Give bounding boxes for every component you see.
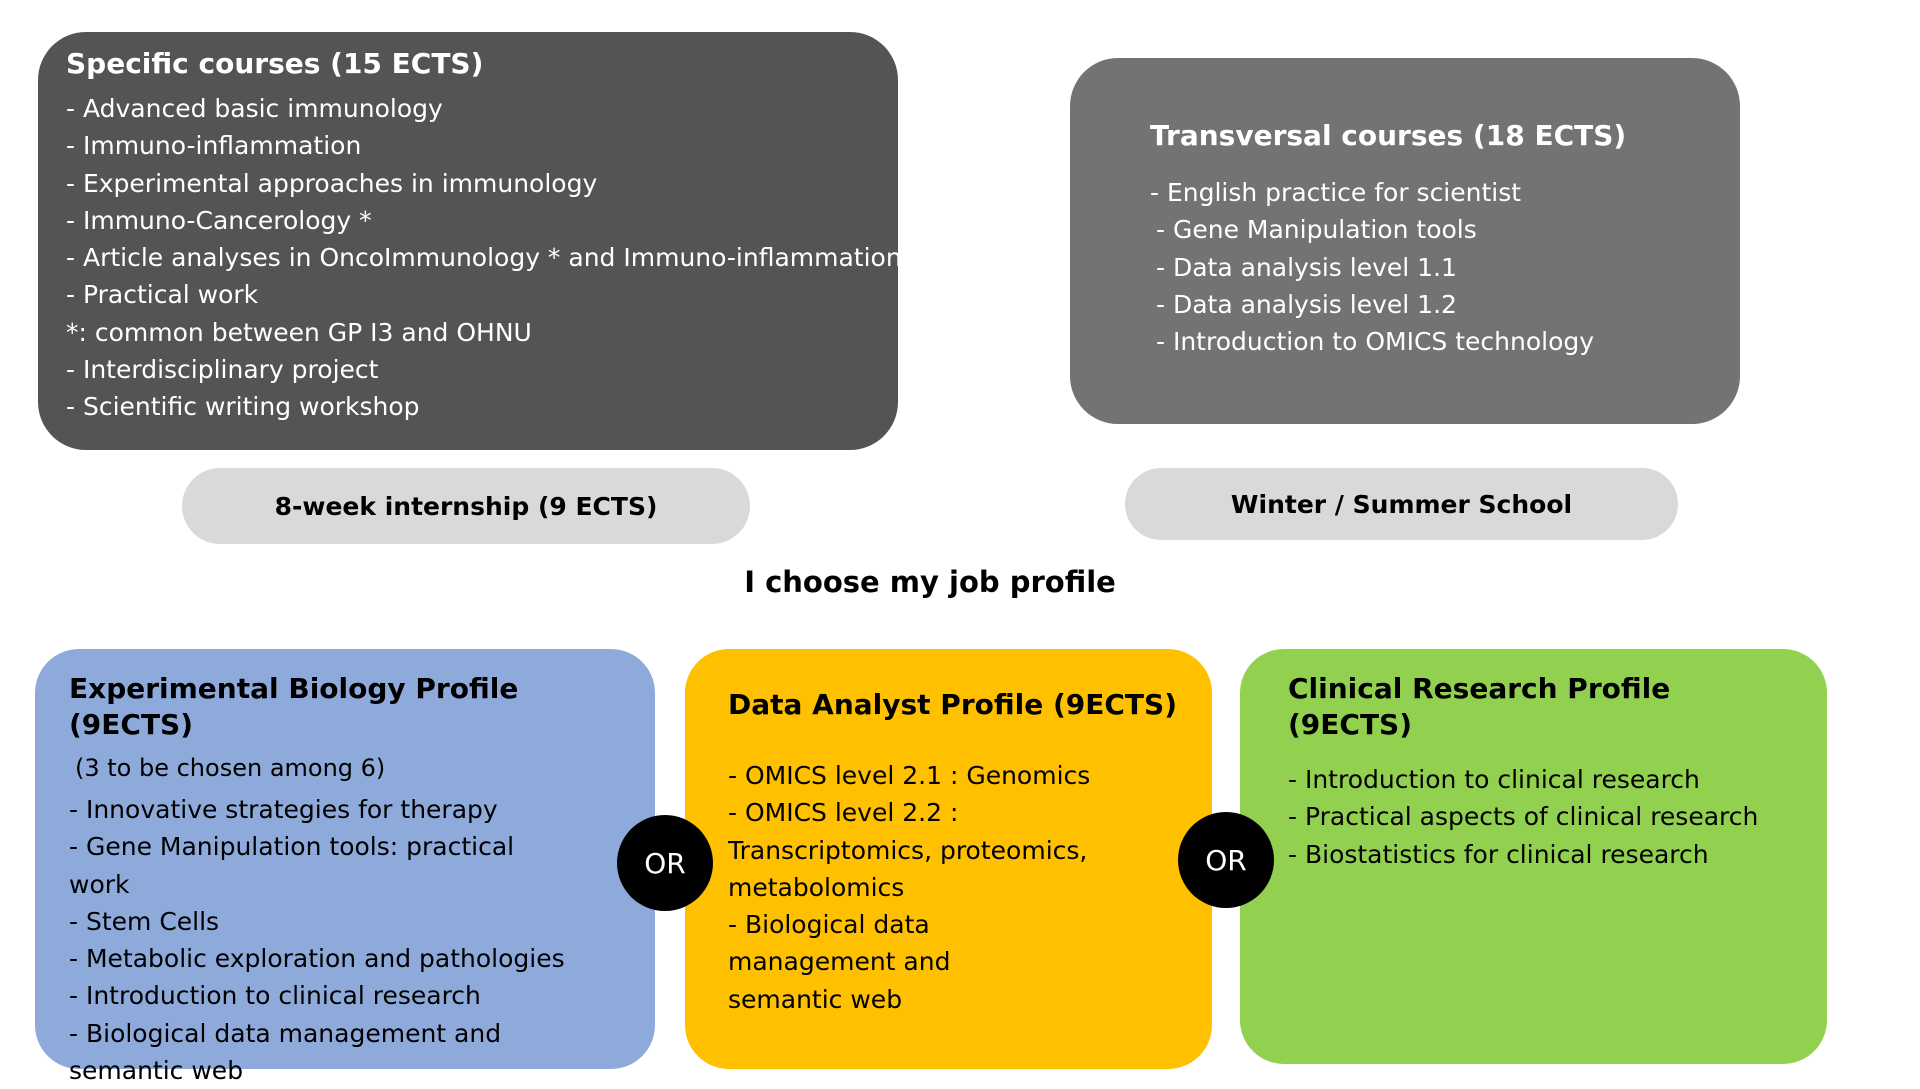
transversal-course-item: - Introduction to OMICS technology xyxy=(1156,327,1595,357)
specific-course-item: - Immuno-inflammation xyxy=(66,131,362,161)
experimental-profile-item: - Gene Manipulation tools: practical wor… xyxy=(69,832,515,899)
clinical-research-profile-box: Clinical Research Profile (9ECTS) - Intr… xyxy=(1240,649,1827,1064)
experimental-profile-subtitle: (3 to be chosen among 6) xyxy=(75,754,386,782)
transversal-courses-box: Transversal courses (18 ECTS) - English … xyxy=(1070,58,1740,424)
experimental-profile-list: - Innovative strategies for therapy - Ge… xyxy=(69,791,579,1089)
transversal-course-item: - Data analysis level 1.1 xyxy=(1156,252,1457,282)
specific-course-item: - Advanced basic immunology xyxy=(66,94,443,123)
experimental-profile-item: - Innovative strategies for therapy xyxy=(69,795,498,824)
internship-pill: 8-week internship (9 ECTS) xyxy=(182,468,750,544)
specific-course-item: - Practical work xyxy=(66,280,259,310)
experimental-profile-item: - Biological data management and semanti… xyxy=(69,1018,502,1086)
transversal-course-item: - Gene Manipulation tools xyxy=(1156,215,1477,245)
specific-course-item: - Experimental approaches in immunology xyxy=(66,168,598,198)
specific-course-item: - Article analyses in OncoImmunology * a… xyxy=(66,243,902,273)
transversal-courses-title: Transversal courses (18 ECTS) xyxy=(1150,119,1627,152)
specific-course-footnote: *: common between GP I3 and OHNU xyxy=(66,317,532,347)
experimental-profile-item: - Introduction to clinical research xyxy=(69,981,481,1011)
data-analyst-profile-box: Data Analyst Profile (9ECTS) - OMICS lev… xyxy=(685,649,1212,1069)
data-analyst-profile-item: - Biological data management and semanti… xyxy=(728,910,951,1014)
data-analyst-profile-item: - OMICS level 2.1 : Genomics xyxy=(728,761,1091,790)
transversal-course-item: - Data analysis level 1.2 xyxy=(1156,289,1457,319)
or-connector-left: OR xyxy=(617,815,713,911)
specific-courses-box: Specific courses (15 ECTS) - Advanced ba… xyxy=(38,32,902,450)
data-analyst-profile-title: Data Analyst Profile (9ECTS) xyxy=(728,688,1177,721)
transversal-course-item: - English practice for scientist xyxy=(1150,178,1522,207)
specific-course-item: - Interdisciplinary project xyxy=(66,355,379,385)
data-analyst-profile-item: - OMICS level 2.2 : Transcriptomics, pro… xyxy=(728,798,1088,902)
experimental-biology-profile-box: Experimental Biology Profile (9ECTS) (3 … xyxy=(35,649,655,1085)
specific-courses-title: Specific courses (15 ECTS) xyxy=(66,47,484,80)
transversal-courses-list: - English practice for scientist - Gene … xyxy=(1150,174,1710,360)
job-profile-heading: I choose my job profile xyxy=(744,565,1116,599)
clinical-profile-list: - Introduction to clinical research - Pr… xyxy=(1288,761,1797,873)
specific-courses-list: - Advanced basic immunology - Immuno-inf… xyxy=(66,90,902,426)
summer-school-pill: Winter / Summer School xyxy=(1125,468,1678,540)
clinical-profile-item: - Practical aspects of clinical research xyxy=(1288,802,1759,832)
experimental-profile-item: - Metabolic exploration and pathologies xyxy=(69,944,565,974)
specific-course-item: - Scientific writing workshop xyxy=(66,392,420,422)
clinical-profile-title: Clinical Research Profile (9ECTS) xyxy=(1288,672,1671,741)
experimental-profile-title: Experimental Biology Profile (9ECTS) xyxy=(69,672,519,741)
experimental-profile-item: - Stem Cells xyxy=(69,906,220,936)
or-connector-right: OR xyxy=(1178,812,1274,908)
clinical-profile-item: - Introduction to clinical research xyxy=(1288,765,1700,794)
specific-course-item: - Immuno-Cancerology * xyxy=(66,205,372,235)
data-analyst-profile-list: - OMICS level 2.1 : Genomics - OMICS lev… xyxy=(728,757,1138,1018)
clinical-profile-item: - Biostatistics for clinical research xyxy=(1288,839,1709,869)
